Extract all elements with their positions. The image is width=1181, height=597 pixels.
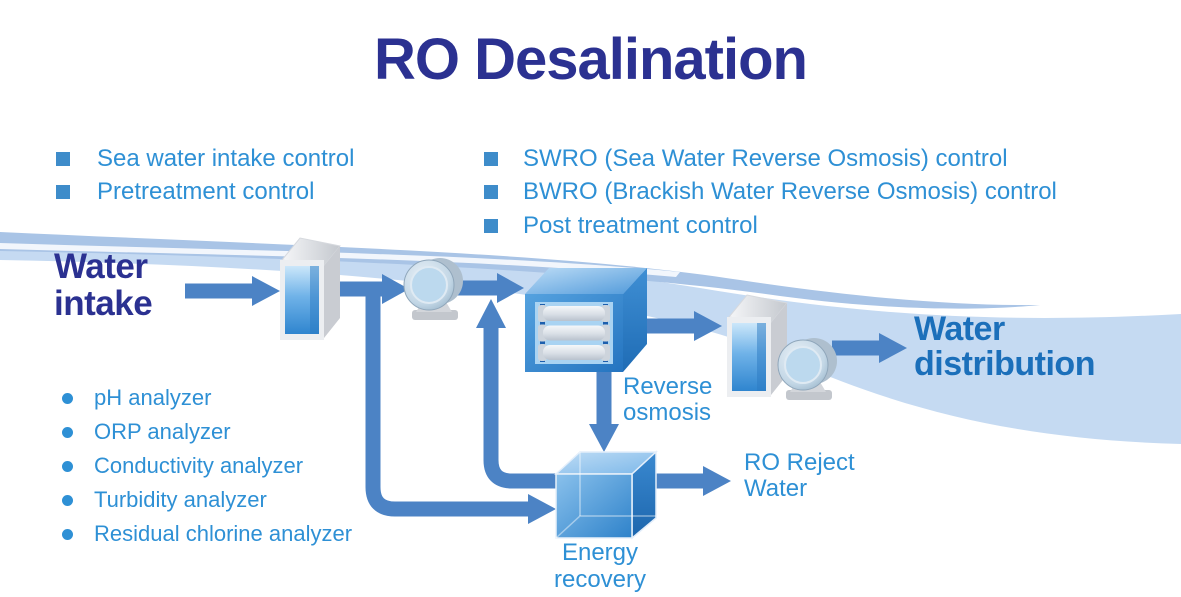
reverse-osmosis-line2: osmosis [623,399,712,426]
list-item: SWRO (Sea Water Reverse Osmosis) control [484,142,1057,176]
energy-recovery-line2: recovery [553,566,647,593]
arrow-ro-to-product-tank [645,311,722,341]
pipe-energy-recovery-to-feed [476,299,560,489]
reverse-osmosis-label: Reverse osmosis [623,374,712,426]
water-distribution-line2: distribution [914,345,1095,383]
dot-bullet-icon [62,460,73,472]
intake-tank [280,237,341,340]
energy-recovery-unit [554,450,658,540]
square-bullet-icon [484,185,498,200]
square-bullet-icon [56,151,70,166]
feed-pump-icon [403,258,463,320]
ro-reject-line1: RO Reject [744,449,855,476]
square-bullet-icon [56,185,70,200]
energy-recovery-label: Energy recovery [522,539,678,593]
arrow-pump-to-ro-unit [452,273,524,303]
arrow-pump-to-distribution [832,333,907,363]
list-item-label: Sea water intake control [97,144,355,172]
swoosh-highlight [0,243,680,277]
dot-bullet-icon [62,426,73,438]
square-bullet-icon [484,151,498,166]
arrow-intake-to-tank [185,276,280,306]
page-title: RO Desalination [374,27,808,92]
list-item-label: Pretreatment control [97,178,315,206]
dot-bullet-icon [62,528,73,540]
list-item-label: Post treatment control [523,211,758,239]
ro-reject-water-label: RO Reject Water [744,450,855,502]
product-tank [727,294,788,397]
membrane-cylinders [538,305,610,361]
reverse-osmosis-line1: Reverse [623,373,713,400]
swoosh-band-light [0,238,1181,444]
dot-bullet-icon [62,494,73,506]
ro-reject-line2: Water [744,475,808,502]
dot-bullet-icon [62,392,73,404]
control-list-left: Sea water intake control Pretreatment co… [56,142,354,209]
water-intake-line2: intake [54,284,153,323]
distribution-pump-icon [777,338,837,400]
list-item: pH analyzer [62,381,352,415]
water-intake-line1: Water [54,247,148,286]
list-item-label: BWRO (Brackish Water Reverse Osmosis) co… [523,178,1057,206]
square-bullet-icon [484,218,498,233]
water-intake-label: Water intake [54,247,153,323]
list-item-label: pH analyzer [94,385,212,410]
list-item-label: Turbidity analyzer [94,487,267,512]
list-item-label: SWRO (Sea Water Reverse Osmosis) control [523,144,1008,172]
list-item: Pretreatment control [56,176,354,210]
ro-membrane-unit [525,268,647,372]
pipe-intake-to-energy-recovery [365,285,556,524]
energy-recovery-line1: Energy [561,539,639,566]
analyzer-list: pH analyzer ORP analyzer Conductivity an… [62,381,352,551]
control-list-right: SWRO (Sea Water Reverse Osmosis) control… [484,142,1057,243]
list-item: Turbidity analyzer [62,483,352,517]
list-item: Post treatment control [484,209,1057,243]
list-item-label: Conductivity analyzer [94,453,304,478]
list-item: Residual chlorine analyzer [62,517,352,551]
arrow-ro-to-energy-recovery [589,368,619,452]
water-distribution-line1: Water [914,310,1005,348]
water-distribution-label: Water distribution [914,312,1095,382]
list-item: Conductivity analyzer [62,449,352,483]
list-item: Sea water intake control [56,142,354,176]
list-item-label: ORP analyzer [94,419,231,444]
list-item: BWRO (Brackish Water Reverse Osmosis) co… [484,176,1057,210]
list-item: ORP analyzer [62,415,352,449]
list-item-label: Residual chlorine analyzer [94,521,353,546]
